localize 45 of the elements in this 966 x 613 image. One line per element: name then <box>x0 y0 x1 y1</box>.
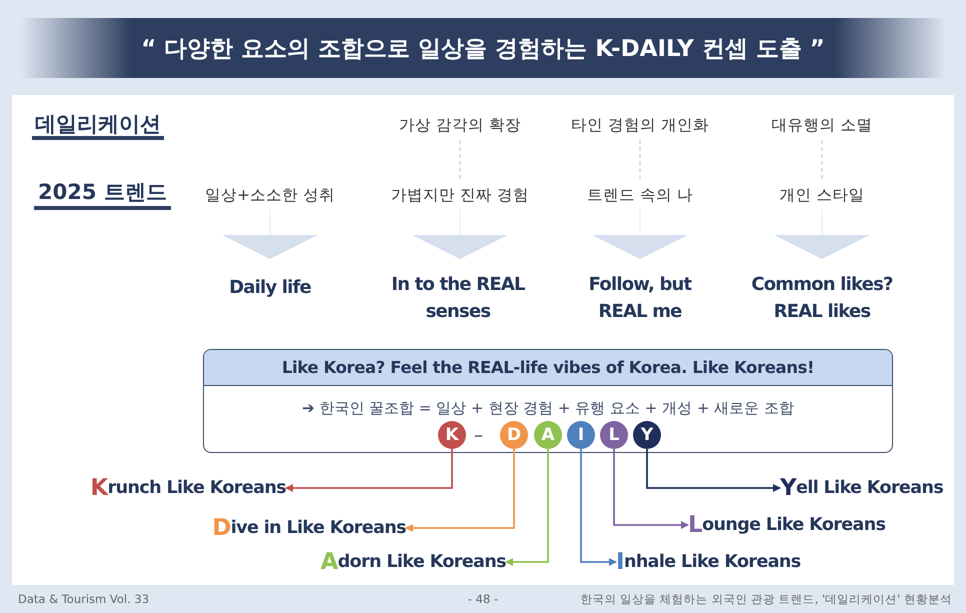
letter-circle: Y <box>633 421 661 449</box>
box-heading: Like Korea? Feel the REAL-life vibes of Korea. Like Koreans! <box>204 350 892 386</box>
trend-text: 가볍지만 진짜 경험 <box>378 182 542 208</box>
keyword-text: Adorn Like Koreans <box>310 548 506 576</box>
letter-circle: K <box>438 421 466 449</box>
row-heading: 2025 트렌드 <box>34 178 171 210</box>
concept-box <box>203 349 893 453</box>
concept-text: In to the REAL senses <box>388 260 528 336</box>
formula-text: ➔ 한국인 꿀조합 = 일상 + 현장 경험 + 유행 요소 + 개성 + 새로운 조합 <box>301 398 795 418</box>
keyword-text: Dive in Like Koreans <box>210 514 406 542</box>
dashed-divider <box>821 140 823 180</box>
footer-text: 한국의 일상을 체험하는 외국인 관광 트렌드, '데일리케이션' 현황분석 <box>580 592 952 607</box>
leader-arrow <box>646 449 781 492</box>
trend-text: 개인 스타일 <box>742 182 902 208</box>
letter-circle: A <box>534 421 562 449</box>
concept-text: Common likes? REAL likes <box>732 260 912 336</box>
trend-text: 대유행의 소멸 <box>742 112 902 138</box>
leader-arrow <box>285 449 453 492</box>
dashed-divider <box>459 140 461 180</box>
dashed-divider <box>639 140 641 180</box>
leader-arrow <box>405 449 515 532</box>
letter-circle: I <box>567 421 595 449</box>
chevron-arrow <box>222 208 318 260</box>
leader-arrow <box>580 449 617 566</box>
page-number: - 48 - <box>466 592 500 606</box>
letter-circle: L <box>600 421 628 449</box>
trend-text: 일상+소소한 성취 <box>190 182 350 208</box>
keyword-text: Krunch Like Koreans <box>90 474 286 502</box>
trend-text: 트렌드 속의 나 <box>560 182 720 208</box>
chevron-arrow <box>774 208 870 260</box>
leader-arrow <box>613 449 689 529</box>
row-heading: 데일리케이션 <box>32 110 164 140</box>
leader-arrow <box>505 449 549 566</box>
footer-text: Data & Tourism Vol. 33 <box>18 592 150 606</box>
chevron-arrow <box>412 208 508 260</box>
keyword-text: Inhale Like Koreans <box>616 548 806 576</box>
letter-circle: D <box>500 421 528 449</box>
keyword-text: Lounge Like Koreans <box>688 511 888 539</box>
concept-text: Follow, but REAL me <box>570 260 710 336</box>
trend-text: 타인 경험의 개인화 <box>560 112 720 138</box>
chevron-arrow <box>592 208 688 260</box>
title: “ 다양한 요소의 조합으로 일상을 경험하는 K-DAILY 컨셉 도출 ” <box>141 34 825 64</box>
concept-text: Daily life <box>190 260 350 314</box>
dash-text: – <box>474 424 483 448</box>
trend-text: 가상 감각의 확장 <box>380 112 540 138</box>
